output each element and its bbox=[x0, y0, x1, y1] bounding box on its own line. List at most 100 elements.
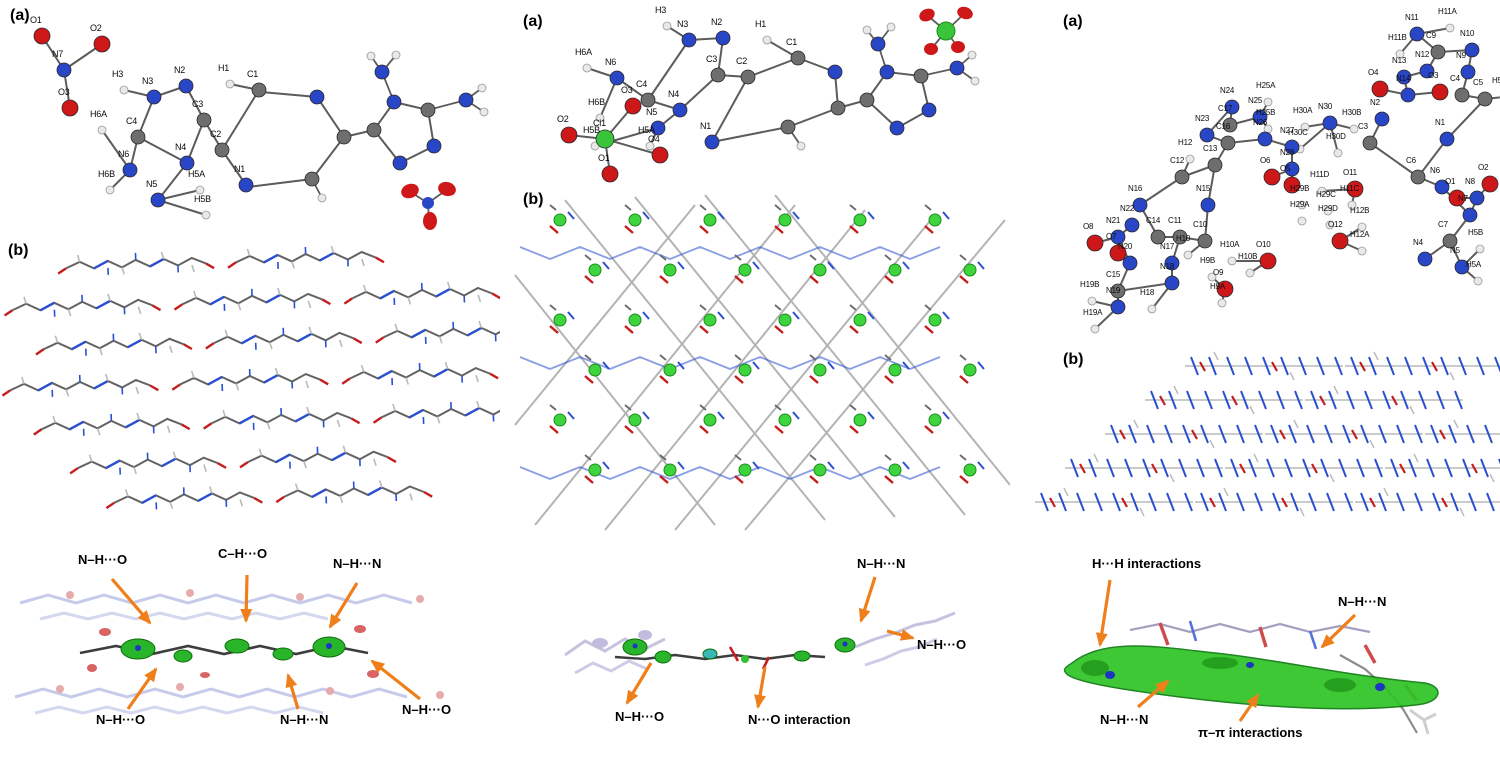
top-molecular-layer bbox=[19, 589, 424, 621]
atom-label: H30D bbox=[1326, 132, 1346, 141]
atom-label: N10 bbox=[1460, 29, 1475, 38]
atom-dot bbox=[1284, 139, 1300, 155]
atom-dot bbox=[33, 27, 51, 45]
atom-label: H30B bbox=[1342, 108, 1362, 117]
atom-dot bbox=[1475, 244, 1485, 254]
atom-dot bbox=[1207, 157, 1223, 173]
atom-label: H12 bbox=[1178, 138, 1193, 147]
atom-label: N2 bbox=[174, 65, 186, 75]
atom-label: C3 bbox=[1358, 122, 1368, 131]
atom-label: H6B bbox=[98, 169, 115, 179]
atom-label: H6B bbox=[588, 97, 605, 107]
atom-label: C5 bbox=[1473, 78, 1483, 87]
atom-dot bbox=[1357, 246, 1367, 256]
atom-dot bbox=[1333, 148, 1343, 158]
atom-dot bbox=[1122, 255, 1138, 271]
right-cluster bbox=[854, 611, 956, 667]
atom-dot bbox=[1263, 168, 1281, 186]
packing-diagram-left bbox=[0, 243, 500, 513]
panel-letter-b: (b) bbox=[523, 191, 544, 208]
packing-right: (b) bbox=[1010, 340, 1500, 535]
stacked-layers bbox=[1033, 350, 1500, 518]
atom-dot bbox=[704, 134, 720, 150]
atom-label: O7 bbox=[1106, 232, 1117, 241]
atom-dot bbox=[1300, 122, 1310, 132]
atom-dot bbox=[146, 89, 162, 105]
atom-dot bbox=[1297, 200, 1307, 210]
interaction-label: N–H···N bbox=[857, 556, 906, 571]
atom-label: O5 bbox=[1280, 164, 1291, 173]
atom-label: N15 bbox=[1196, 184, 1211, 193]
atom-label: N19 bbox=[1106, 286, 1121, 295]
atom-dot bbox=[790, 50, 806, 66]
bond-line bbox=[647, 39, 690, 101]
atom-label: O3 bbox=[1428, 71, 1439, 80]
atom-label: H5B bbox=[583, 125, 600, 135]
atom-dot bbox=[179, 155, 195, 171]
atom-label: H25B bbox=[1256, 108, 1276, 117]
stacked-layers bbox=[0, 243, 500, 513]
atom-label: C12 bbox=[1170, 156, 1185, 165]
atom-label: N18 bbox=[1160, 262, 1175, 271]
atom-dot bbox=[97, 125, 107, 135]
atom-dot bbox=[178, 78, 194, 94]
atom-dot bbox=[1460, 64, 1476, 80]
atom-label: N2 bbox=[1370, 98, 1380, 107]
interaction-label: C–H···O bbox=[218, 546, 268, 561]
packing-diagram-middle bbox=[514, 194, 1010, 531]
atom-dot bbox=[1419, 63, 1435, 79]
atom-dot bbox=[1257, 131, 1273, 147]
atom-dot bbox=[1090, 324, 1100, 334]
atom-dot bbox=[1445, 23, 1455, 33]
perchlorate-anion-static bbox=[919, 6, 973, 55]
atom-label: C10 bbox=[1193, 220, 1208, 229]
packing-middle: (b) bbox=[505, 185, 1010, 535]
atom-dot bbox=[1481, 175, 1499, 193]
atom-dot bbox=[1462, 207, 1478, 223]
atom-dot bbox=[225, 79, 235, 89]
atom-label: H25A bbox=[1256, 81, 1276, 90]
atom-label: N1 bbox=[234, 164, 246, 174]
atom-label: N7 bbox=[1458, 194, 1468, 203]
atom-label: H29B bbox=[1290, 184, 1310, 193]
atom-dot bbox=[1087, 296, 1097, 306]
atom-label: O8 bbox=[1083, 222, 1094, 231]
atom-label: N1 bbox=[1435, 118, 1445, 127]
atom-label: C3 bbox=[706, 54, 718, 64]
interaction-arrows bbox=[625, 576, 915, 709]
atom-label: H12B bbox=[1350, 206, 1370, 215]
atom-label: H5A bbox=[188, 169, 205, 179]
atom-dot bbox=[1331, 232, 1349, 250]
molecule-ball-stick bbox=[33, 27, 267, 220]
atom-dot bbox=[1086, 234, 1104, 252]
atom-dot bbox=[1322, 115, 1338, 131]
molecule-ball-stick bbox=[1086, 23, 1500, 334]
atom-dot bbox=[1217, 298, 1227, 308]
atom-dot bbox=[1431, 83, 1449, 101]
atom-label: C16 bbox=[1216, 122, 1231, 131]
interaction-label: N–H···O bbox=[78, 552, 128, 567]
atom-dot bbox=[1325, 220, 1335, 230]
atom-dot bbox=[1347, 200, 1357, 210]
atom-label: N4 bbox=[1413, 238, 1423, 247]
atom-label: H10A bbox=[1220, 240, 1240, 249]
panel-letter-a: (a) bbox=[10, 7, 30, 24]
atom-label: H1 bbox=[755, 19, 767, 29]
interaction-label: N–H···O bbox=[402, 702, 452, 717]
atom-label: N12 bbox=[1415, 50, 1430, 59]
atom-dot bbox=[1263, 97, 1273, 107]
atom-label: N11 bbox=[1405, 13, 1419, 22]
atom-dot bbox=[1374, 111, 1390, 127]
atom-label: N4 bbox=[668, 89, 680, 99]
atom-dot bbox=[1183, 250, 1193, 260]
atom-dot bbox=[662, 21, 672, 31]
atom-label: H3 bbox=[655, 5, 667, 15]
atom-dot bbox=[1147, 304, 1157, 314]
molecule-static-right-part bbox=[247, 54, 485, 199]
atom-label: N14 bbox=[1396, 74, 1411, 83]
atom-dot bbox=[1197, 233, 1213, 249]
